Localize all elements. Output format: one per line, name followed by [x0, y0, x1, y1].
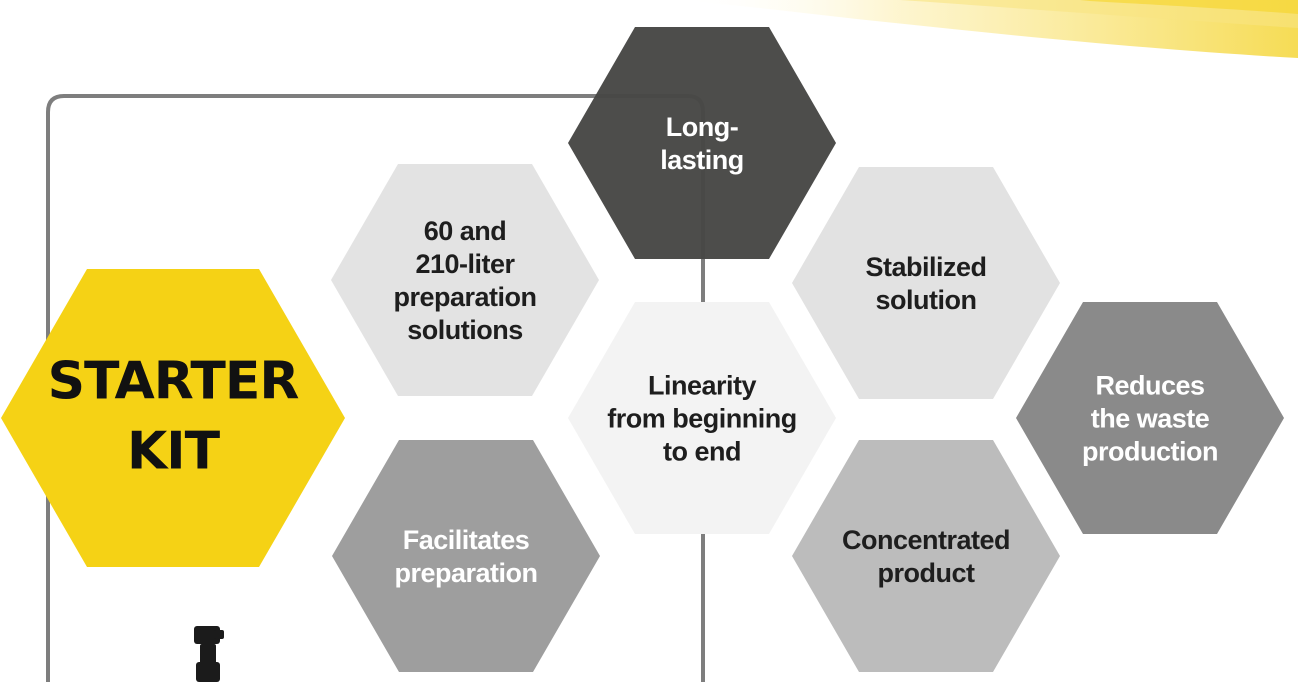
hexagon-shape [792, 167, 1060, 399]
hexagon-label-line: KIT [127, 421, 221, 481]
hexagon-shape [332, 440, 600, 672]
hexagon-label-line: the waste [1091, 403, 1210, 433]
hexagon-label-line: preparation [394, 558, 537, 588]
hexagon-shape [792, 440, 1060, 672]
hexagon-label-line: 210-liter [415, 249, 515, 279]
hexagon-shape [331, 164, 599, 396]
hexagon-shape [568, 302, 836, 534]
hexagon-label-line: Concentrated [842, 525, 1010, 555]
hexagon-label-line: to end [663, 436, 741, 466]
hexagon-label-line: product [878, 558, 975, 588]
hexagon-label-line: from beginning [607, 403, 796, 433]
hexagon-label-line: solution [876, 285, 977, 315]
hexagon-shape [1, 269, 345, 567]
hexagon-long-lasting: Long-lasting [568, 27, 836, 259]
hexagon-label-line: preparation [393, 282, 536, 312]
hexagon-label-line: STARTER [48, 351, 299, 411]
hexagon-label-line: Reduces [1095, 370, 1204, 400]
hexagon-shape [1016, 302, 1284, 534]
hexagon-label-line: Facilitates [403, 525, 530, 555]
hexagon-shape [568, 27, 836, 259]
hexagon-label-line: Stabilized [865, 252, 986, 282]
hexagon-starter: STARTER KIT [1, 269, 345, 567]
decorative-streak [680, 0, 1298, 58]
hexagon-label-line: Linearity [648, 370, 757, 400]
hexagon-label-line: Long- [666, 112, 738, 142]
spray-bottle-image [194, 626, 224, 682]
hexagon-label-line: lasting [660, 145, 744, 175]
hexagon-label-line: 60 and [424, 216, 507, 246]
hexagon-label-line: production [1082, 436, 1218, 466]
hexagon-label-line: solutions [407, 315, 523, 345]
